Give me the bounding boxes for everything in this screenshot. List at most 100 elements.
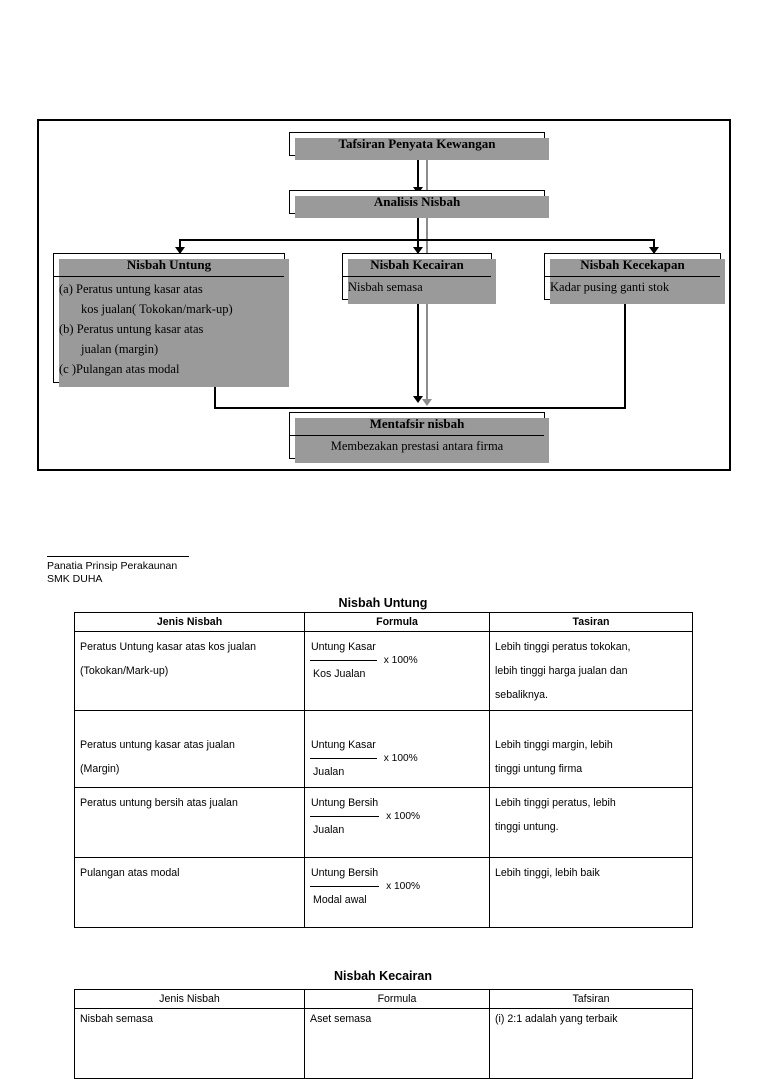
- cell-line: tinggi untung firma: [495, 763, 583, 775]
- flow-box-tafsiran-penyata-kewangan[interactable]: Tafsiran Penyata Kewangan: [289, 132, 549, 160]
- connector-branch-right-drop: [653, 239, 655, 253]
- cell-tasiran: Lebih tinggi, lebih baik: [489, 857, 693, 928]
- page-note-rule: [47, 556, 189, 557]
- formula-multiplier: x 100%: [383, 654, 418, 666]
- connector-branch-left-drop: [179, 239, 181, 253]
- flowchart-container: Tafsiran Penyata Kewangan Analisis Nisba…: [37, 119, 731, 471]
- fraction-numerator: Untung Kasar: [310, 635, 377, 661]
- cell-line: Peratus Untung kasar atas kos jualan: [80, 641, 257, 653]
- arrowhead-branch-left: [174, 247, 185, 254]
- cell-formula: Untung Bersih Jualan x 100%: [304, 787, 490, 858]
- cell-formula: Untung Kasar Jualan x 100%: [304, 710, 490, 788]
- formula-multiplier: x 100%: [383, 752, 418, 764]
- column-header-tasiran: Tasiran: [489, 612, 693, 632]
- cell-jenis: Peratus untung kasar atas jualan (Margin…: [74, 710, 305, 788]
- flow-box-nisbah-kecekapan[interactable]: Nisbah Kecekapan Kadar pusing ganti stok: [544, 253, 725, 303]
- table-header-row: Jenis Nisbah Formula Tafsiran: [74, 989, 693, 1009]
- fraction-numerator: Untung Kasar: [310, 733, 377, 759]
- flow-box-untung-list: (a) Peratus untung kasar atas kos jualan…: [54, 276, 284, 382]
- page-note-line-2: SMK DUHA: [47, 573, 103, 585]
- fraction: Untung Kasar Kos Jualan: [310, 635, 377, 686]
- flow-box-title: Mentafsir nisbah: [369, 416, 465, 431]
- cell-line: sebaliknya.: [495, 689, 548, 701]
- connector-analisis-stem: [417, 214, 419, 241]
- cell-line: Lebih tinggi peratus, lebih: [495, 797, 616, 809]
- arrowhead-branch-right: [648, 247, 659, 254]
- formula-multiplier: x 100%: [386, 880, 421, 892]
- cell-line: lebih tinggi harga jualan dan: [495, 665, 628, 677]
- cell-line: Pulangan atas modal: [80, 867, 180, 879]
- cell-formula: Aset semasa: [304, 1008, 490, 1079]
- fraction-denominator: Modal awal: [313, 894, 367, 906]
- cell-line: Peratus untung bersih atas jualan: [80, 797, 238, 809]
- connector-right-to-bottom-v: [624, 291, 626, 408]
- flow-box-title: Nisbah Kecekapan: [580, 257, 685, 272]
- fraction: Untung Kasar Jualan: [310, 733, 377, 784]
- list-item: kos jualan( Tokokan/mark-up): [81, 302, 233, 316]
- table-nisbah-untung: Jenis Nisbah Formula Tasiran Peratus Unt…: [74, 612, 693, 928]
- cell-line: Lebih tinggi, lebih baik: [495, 867, 600, 879]
- cell-formula: Untung Bersih Modal awal x 100%: [304, 857, 490, 928]
- connector-top-to-analisis: [417, 156, 419, 208]
- cell-line: Peratus untung kasar atas jualan: [80, 739, 235, 751]
- cell-jenis: Peratus Untung kasar atas kos jualan (To…: [74, 631, 305, 711]
- flow-box-title: Tafsiran Penyata Kewangan: [338, 136, 496, 151]
- cell-tafsiran: (i) 2:1 adalah yang terbaik: [489, 1008, 693, 1079]
- list-item: (b) Peratus untung kasar atas: [59, 322, 204, 336]
- arrowhead-bottom-shadow: [421, 399, 432, 406]
- flow-box-title: Nisbah Kecairan: [370, 257, 464, 272]
- cell-formula: Untung Kasar Kos Jualan x 100%: [304, 631, 490, 711]
- cell-jenis: Pulangan atas modal: [74, 857, 305, 928]
- column-header-jenis-nisbah: Jenis Nisbah: [74, 989, 305, 1009]
- table-row: Peratus Untung kasar atas kos jualan (To…: [74, 631, 693, 711]
- cell-tasiran: Lebih tinggi peratus, lebih tinggi untun…: [489, 787, 693, 858]
- column-header-formula: Formula: [304, 989, 490, 1009]
- cell-line: Nisbah semasa: [80, 1013, 154, 1025]
- cell-line: (Tokokan/Mark-up): [80, 665, 169, 677]
- flow-box-nisbah-kecairan[interactable]: Nisbah Kecairan Nisbah semasa: [342, 253, 496, 303]
- flow-box-nisbah-untung[interactable]: Nisbah Untung (a) Peratus untung kasar a…: [53, 253, 289, 387]
- table-row: Nisbah semasa Aset semasa (i) 2:1 adalah…: [74, 1008, 693, 1079]
- arrowhead-branch-middle: [412, 247, 423, 254]
- cell-line: (i) 2:1 adalah yang terbaik: [495, 1013, 618, 1025]
- fraction-denominator: Jualan: [313, 766, 345, 778]
- cell-tasiran: Lebih tinggi margin, lebih tinggi untung…: [489, 710, 693, 788]
- list-item: (c )Pulangan atas modal: [59, 362, 180, 376]
- flow-box-mentafsir-nisbah[interactable]: Mentafsir nisbah Membezakan prestasi ant…: [289, 412, 549, 462]
- flow-box-analisis-nisbah[interactable]: Analisis Nisbah: [289, 190, 549, 218]
- cell-tasiran: Lebih tinggi peratus tokokan, lebih ting…: [489, 631, 693, 711]
- arrowhead-bottom: [412, 396, 423, 403]
- column-header-tafsiran: Tafsiran: [489, 989, 693, 1009]
- fraction: Untung Bersih Modal awal: [310, 861, 380, 912]
- column-header-jenis-nisbah: Jenis Nisbah: [74, 612, 305, 632]
- cell-line: (Margin): [80, 763, 120, 775]
- flow-box-body: Membezakan prestasi antara firma: [290, 435, 544, 458]
- connector-branch-middle-drop: [417, 239, 419, 253]
- page-note: Panatia Prinsip Perakaunan SMK DUHA: [47, 556, 347, 586]
- connector-analisis-stem-shadow: [426, 214, 428, 404]
- flow-box-title: Analisis Nisbah: [373, 194, 461, 209]
- connector-bottom-bus: [214, 407, 626, 409]
- formula-multiplier: x 100%: [386, 810, 421, 822]
- flow-box-title: Nisbah Untung: [126, 257, 212, 272]
- cell-line: tinggi untung.: [495, 821, 559, 833]
- table-row: Peratus untung bersih atas jualan Untung…: [74, 787, 693, 858]
- table-nisbah-kecairan: Jenis Nisbah Formula Tafsiran Nisbah sem…: [74, 989, 693, 1079]
- connector-middle-to-bottom-v: [417, 291, 419, 401]
- table-untung-caption: Nisbah Untung: [338, 596, 428, 610]
- fraction-denominator: Kos Jualan: [313, 668, 366, 680]
- cell-line: Lebih tinggi peratus tokokan,: [495, 641, 631, 653]
- cell-line: Lebih tinggi margin, lebih: [495, 739, 613, 751]
- connector-branch-bus: [179, 239, 654, 241]
- fraction-numerator: Untung Bersih: [310, 791, 380, 817]
- cell-jenis: Nisbah semasa: [74, 1008, 305, 1079]
- flow-box-body: Kadar pusing ganti stok: [545, 276, 720, 299]
- fraction-numerator: Aset semasa: [310, 1013, 372, 1025]
- table-row: Peratus untung kasar atas jualan (Margin…: [74, 710, 693, 788]
- table-row: Pulangan atas modal Untung Bersih Modal …: [74, 857, 693, 928]
- connector-left-to-bottom-v: [214, 375, 216, 408]
- connector-top-to-analisis-shadow: [426, 156, 428, 214]
- fraction-denominator: Jualan: [313, 824, 345, 836]
- page-note-line-1: Panatia Prinsip Perakaunan: [47, 560, 178, 572]
- table-header-row: Jenis Nisbah Formula Tasiran: [74, 612, 693, 632]
